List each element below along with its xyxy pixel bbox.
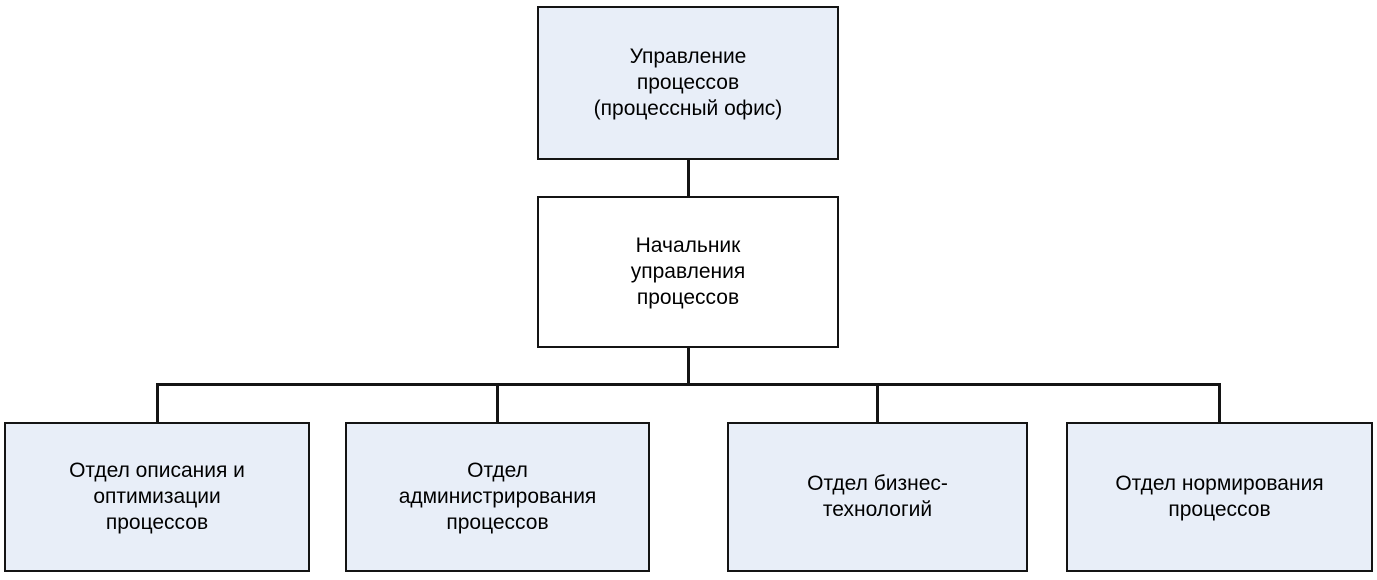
- node-head-of-process-management: Начальник управления процессов: [537, 196, 839, 348]
- connector-manager-to-bus: [686, 347, 690, 385]
- connector-root-to-manager: [686, 159, 690, 197]
- node-dept-business-technologies: Отдел бизнес- технологий: [727, 422, 1028, 572]
- node-process-management-office: Управление процессов (процессный офис): [537, 6, 839, 160]
- connector-drop-dept-2: [496, 383, 499, 423]
- connector-drop-dept-3: [876, 383, 879, 423]
- connector-drop-dept-4: [1218, 383, 1221, 423]
- node-dept-administration: Отдел администрирования процессов: [345, 422, 650, 572]
- node-dept-standardization: Отдел нормирования процессов: [1066, 422, 1373, 572]
- connector-drop-dept-1: [155, 383, 159, 423]
- node-dept-description-optimization: Отдел описания и оптимизации процессов: [4, 422, 310, 572]
- connector-bus: [155, 383, 1221, 386]
